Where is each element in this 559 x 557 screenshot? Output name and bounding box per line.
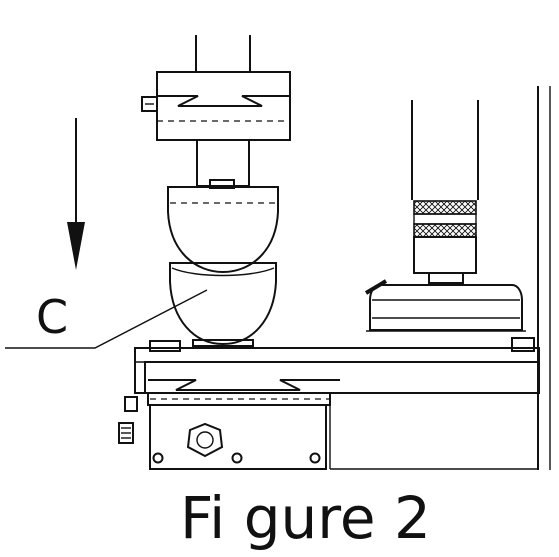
left-stop — [149, 340, 181, 352]
upper-cup — [167, 186, 279, 274]
right-stop — [511, 337, 535, 352]
arrow-down-icon — [67, 222, 85, 270]
callout-c: C — [5, 289, 208, 349]
base-slide-assembly — [118, 337, 540, 470]
screw-head-icon — [309, 452, 321, 464]
set-screw-icon — [141, 96, 158, 112]
motion-arrow — [67, 118, 85, 270]
hex-nut-icon — [186, 422, 224, 458]
gauge-body — [369, 284, 523, 331]
lower-cup-assembly — [169, 262, 277, 347]
base-plate — [134, 347, 540, 394]
leader-line — [5, 289, 208, 349]
screw-head-icon — [231, 452, 243, 464]
right-column-assembly — [364, 86, 551, 470]
hatched-ring-upper — [413, 200, 477, 215]
upper-tool-assembly — [141, 35, 291, 274]
hatched-ring-lower — [413, 223, 477, 238]
screw-head-icon — [152, 452, 164, 464]
callout-label: C — [36, 290, 68, 344]
adjust-knob — [118, 422, 134, 444]
lower-cup — [169, 262, 277, 346]
side-knob — [124, 396, 138, 412]
figure-caption: Fi gure 2 — [180, 484, 431, 552]
slide-block — [149, 404, 327, 470]
gauge-pointer — [364, 279, 388, 295]
